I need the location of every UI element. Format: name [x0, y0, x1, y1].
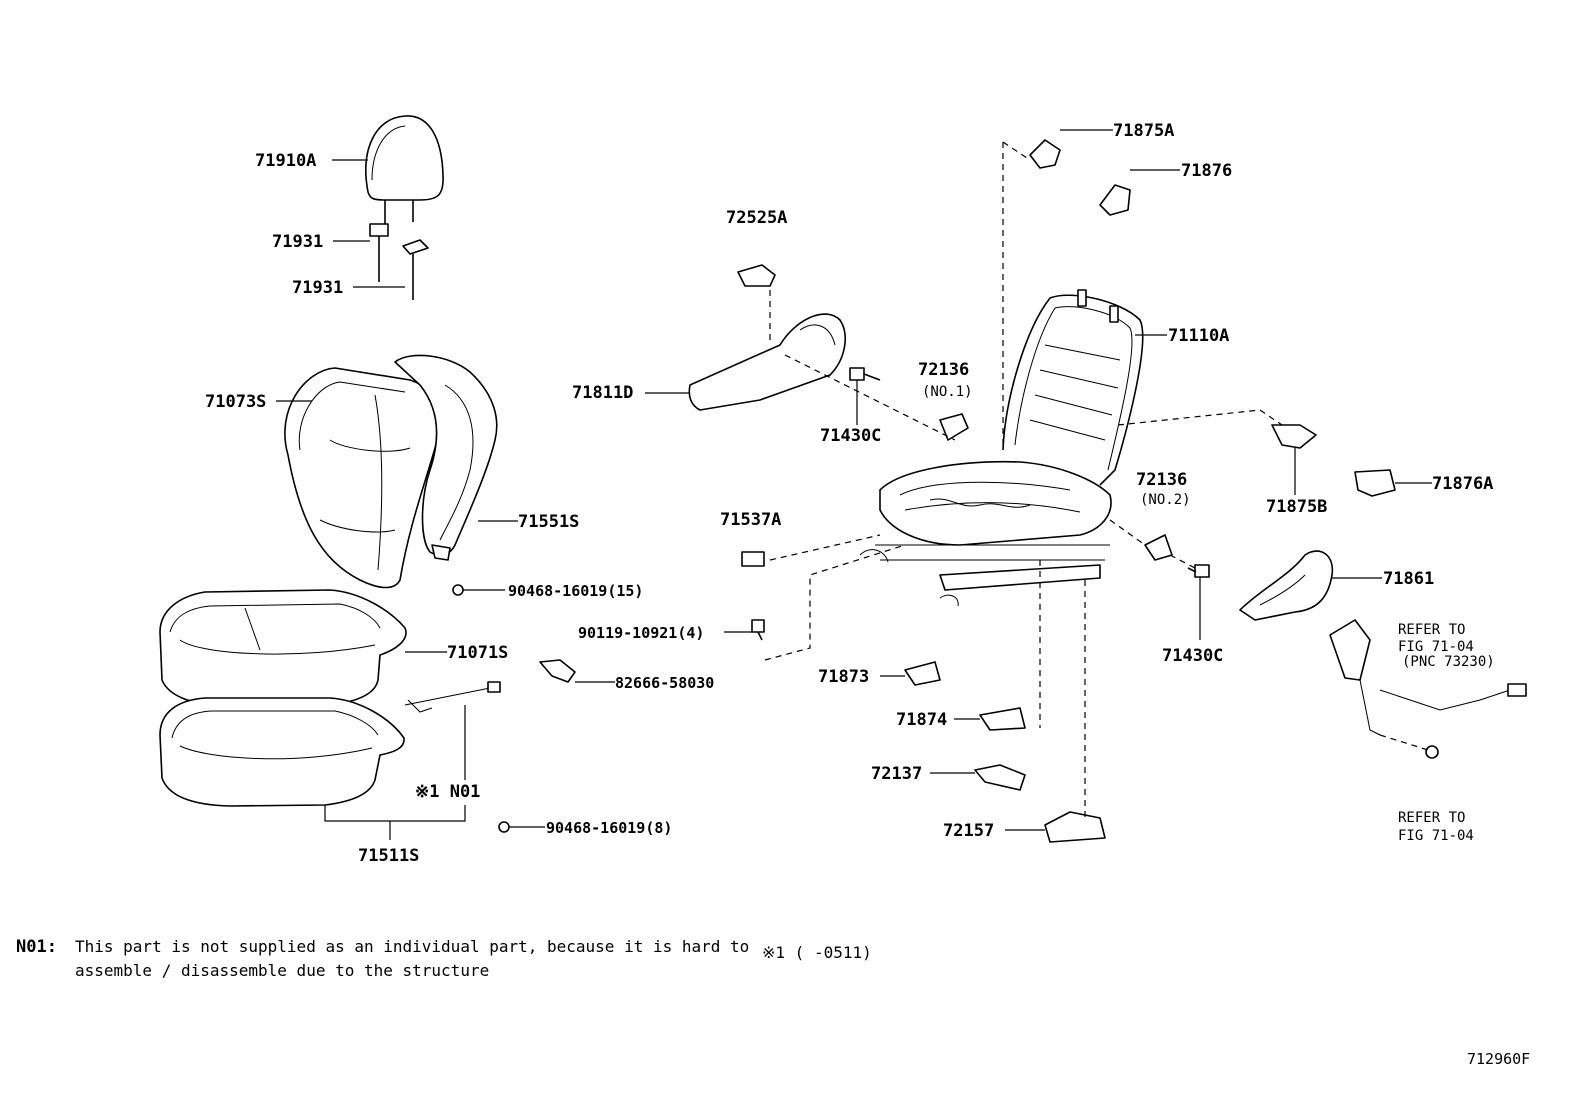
- label-71537a[interactable]: 71537A: [720, 510, 781, 530]
- leader-lines: [276, 129, 1432, 840]
- screw-71430c-left-drawing: [849, 367, 881, 381]
- label-71551s[interactable]: 71551S: [518, 512, 579, 532]
- part-labels: 71910A 71931 71931 71073S 71551S 90468-1…: [205, 121, 1495, 866]
- back-board-drawing: [394, 354, 498, 561]
- seat-frame-drawing: [859, 289, 1144, 607]
- label-n01[interactable]: ※1 N01: [415, 782, 480, 802]
- hog-ring-8-drawing: [498, 821, 510, 833]
- label-72136-no2[interactable]: 72136: [1136, 470, 1187, 490]
- note-n01-line1: This part is not supplied as an individu…: [75, 937, 749, 956]
- label-90119-10921[interactable]: 90119-10921(4): [578, 624, 704, 642]
- headrest-drawing: [365, 115, 444, 228]
- label-71875a[interactable]: 71875A: [1113, 121, 1174, 141]
- hinge-cover-no2-drawing: [1144, 534, 1173, 561]
- cover-71876-drawing: [1099, 184, 1131, 216]
- label-71876[interactable]: 71876: [1181, 161, 1232, 181]
- label-71876a[interactable]: 71876A: [1432, 474, 1493, 494]
- label-71073s[interactable]: 71073S: [205, 392, 266, 412]
- cover-71875a-drawing: [1029, 139, 1061, 169]
- ref2-line2[interactable]: FIG 71-04: [1398, 828, 1474, 844]
- label-71511s[interactable]: 71511S: [358, 846, 419, 866]
- cover-72137-drawing: [974, 764, 1026, 791]
- seat-belt-buckle-drawing: [1329, 619, 1527, 759]
- note-n01-key: N01:: [16, 937, 57, 957]
- cover-71875b-drawing: [1271, 424, 1317, 449]
- label-71931-lower[interactable]: 71931: [292, 278, 343, 298]
- label-71873[interactable]: 71873: [818, 667, 869, 687]
- cushion-harness-drawing: [404, 659, 576, 713]
- label-71110a[interactable]: 71110A: [1168, 326, 1229, 346]
- label-72137[interactable]: 72137: [871, 764, 922, 784]
- cover-71873-drawing: [904, 661, 941, 686]
- bolt-90119-drawing: [751, 619, 765, 641]
- recliner-knob-drawing: [1239, 550, 1334, 621]
- hog-ring-15-drawing: [452, 584, 464, 596]
- label-71931-upper[interactable]: 71931: [272, 232, 323, 252]
- ref2-line1[interactable]: REFER TO: [1398, 810, 1465, 826]
- dashed-guide-lines: [764, 141, 1429, 820]
- seat-shield-drawing: [688, 313, 846, 411]
- note-n01-line2: assemble / disassemble due to the struct…: [75, 961, 489, 980]
- label-82666-58030[interactable]: 82666-58030: [615, 674, 714, 692]
- cap-71537a-drawing: [741, 551, 765, 567]
- label-90468-16019-15[interactable]: 90468-16019(15): [508, 582, 643, 600]
- label-71811d[interactable]: 71811D: [572, 383, 633, 403]
- seat-cushion-pad-drawing: [159, 697, 405, 807]
- label-71430c-left[interactable]: 71430C: [820, 426, 881, 446]
- cover-71876a-drawing: [1354, 469, 1396, 497]
- headrest-guide-drawing: [369, 223, 429, 300]
- note-star: ※1 ( -0511): [762, 943, 872, 962]
- label-71874[interactable]: 71874: [896, 710, 947, 730]
- label-71910a[interactable]: 71910A: [255, 151, 316, 171]
- label-71430c-right[interactable]: 71430C: [1162, 646, 1223, 666]
- ref1-line2[interactable]: FIG 71-04: [1398, 639, 1474, 655]
- seat-cushion-cover-drawing: [159, 589, 407, 707]
- label-72136-no1-sub: (NO.1): [922, 384, 973, 400]
- label-71861[interactable]: 71861: [1383, 569, 1434, 589]
- hinge-cover-no1-drawing: [939, 413, 969, 441]
- cover-71874-drawing: [979, 707, 1026, 731]
- label-72136-no2-sub: (NO.2): [1140, 492, 1191, 508]
- label-72525a[interactable]: 72525A: [726, 208, 787, 228]
- footnotes: N01: This part is not supplied as an ind…: [16, 937, 1530, 1068]
- label-72136-no1[interactable]: 72136: [918, 360, 969, 380]
- seatback-cover-drawing: [284, 367, 443, 589]
- label-71875b[interactable]: 71875B: [1266, 497, 1327, 517]
- label-90468-16019-8[interactable]: 90468-16019(8): [546, 819, 672, 837]
- diagram-id: 712960F: [1467, 1050, 1530, 1068]
- cover-72157-drawing: [1044, 811, 1106, 843]
- ref1-line1[interactable]: REFER TO: [1398, 622, 1465, 638]
- screw-71430c-right-drawing: [1187, 564, 1210, 578]
- label-71071s[interactable]: 71071S: [447, 643, 508, 663]
- ref1-line3: (PNC 73230): [1402, 654, 1495, 670]
- cover-72525a-drawing: [737, 264, 776, 287]
- label-72157[interactable]: 72157: [943, 821, 994, 841]
